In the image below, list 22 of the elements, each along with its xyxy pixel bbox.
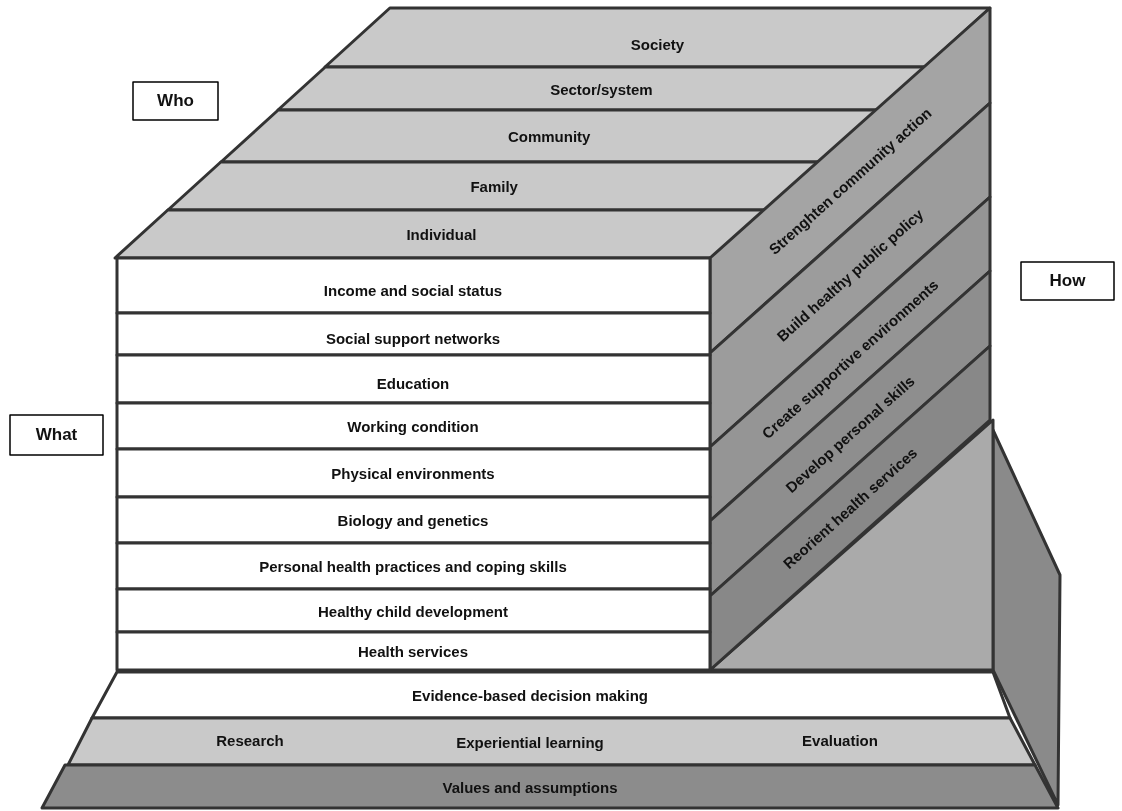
band-label: Values and assumptions <box>442 778 618 796</box>
row-label: Social support networks <box>325 329 501 347</box>
row-label: Biology and genetics <box>337 511 489 529</box>
row-label: Income and social status <box>323 281 503 298</box>
band-label: Experiential learning <box>456 733 604 751</box>
axis-label: How <box>1049 271 1086 291</box>
band-label: Society <box>630 35 685 52</box>
row-label: Working condition <box>347 417 479 435</box>
axis-label: What <box>35 425 78 445</box>
axis-label: Who <box>157 91 194 111</box>
row-label: Education <box>376 374 450 392</box>
band-label: Evaluation <box>802 731 878 749</box>
row-label: Health services <box>357 642 469 660</box>
band-label: Community <box>507 127 591 145</box>
band-label: Family <box>470 177 518 195</box>
band-label: Sector/system <box>550 80 653 97</box>
band-label: Individual <box>406 225 477 243</box>
row-label: Personal health practices and coping skills <box>259 557 567 575</box>
row-label: Healthy child development <box>318 602 508 619</box>
band-label: Evidence-based decision making <box>412 686 648 704</box>
row-label: Physical environments <box>331 464 495 482</box>
band-label: Research <box>216 731 284 749</box>
